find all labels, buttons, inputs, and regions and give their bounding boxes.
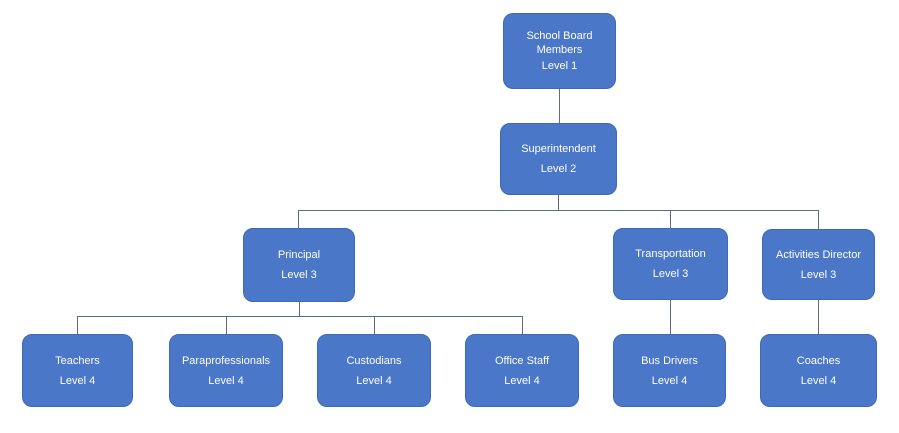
connector-line: [77, 316, 78, 334]
connector-line: [298, 210, 299, 228]
node-title: Paraprofessionals: [181, 354, 271, 367]
connector-line: [670, 300, 671, 334]
node-level: Level 1: [541, 60, 578, 72]
connector-line: [818, 210, 819, 229]
node-level: Level 4: [651, 374, 688, 387]
connector-line: [818, 300, 819, 334]
node-title: Superintendent: [521, 143, 596, 155]
connector-line: [374, 316, 375, 334]
node-level: Level 3: [281, 269, 317, 281]
connector-line: [298, 210, 819, 211]
org-node-office-staff: Office Staff Level 4: [465, 334, 579, 407]
org-node-principal: Principal Level 3: [243, 228, 355, 302]
org-node-bus-drivers: Bus Drivers Level 4: [613, 334, 726, 407]
node-title: Office Staff: [494, 354, 549, 367]
node-level: Level 3: [652, 268, 689, 280]
node-level: Level 4: [504, 374, 540, 387]
org-node-coaches: Coaches Level 4: [760, 334, 877, 407]
connector-line: [670, 210, 671, 228]
connector-line: [558, 195, 559, 211]
node-title: Coaches: [796, 354, 841, 367]
node-level: Level 4: [59, 374, 96, 387]
node-title: Bus Drivers: [641, 354, 698, 367]
org-node-transportation: Transportation Level 3: [613, 228, 728, 300]
org-node-paraprofessionals: Paraprofessionals Level 4: [169, 334, 283, 407]
node-title: Transportation: [635, 248, 706, 260]
org-node-teachers: Teachers Level 4: [22, 334, 133, 407]
node-title: Teachers: [55, 354, 100, 367]
node-title: Custodians: [346, 354, 402, 367]
node-title: School Board Members: [526, 30, 593, 56]
org-node-school-board-members: School Board Members Level 1: [503, 13, 616, 89]
connector-line: [522, 316, 523, 334]
node-level: Level 4: [356, 374, 392, 387]
org-node-custodians: Custodians Level 4: [317, 334, 431, 407]
connector-line: [226, 316, 227, 334]
connector-line: [559, 89, 560, 123]
node-title: Principal: [277, 249, 321, 261]
node-level: Level 4: [800, 374, 837, 387]
org-node-activities-director: Activities Director Level 3: [762, 229, 875, 300]
node-level: Level 3: [800, 268, 837, 281]
connector-line: [77, 316, 523, 317]
node-level: Level 2: [540, 163, 577, 175]
connector-line: [299, 302, 300, 316]
node-level: Level 4: [208, 374, 244, 387]
node-title: Activities Director: [776, 248, 861, 261]
org-node-superintendent: Superintendent Level 2: [500, 123, 617, 195]
